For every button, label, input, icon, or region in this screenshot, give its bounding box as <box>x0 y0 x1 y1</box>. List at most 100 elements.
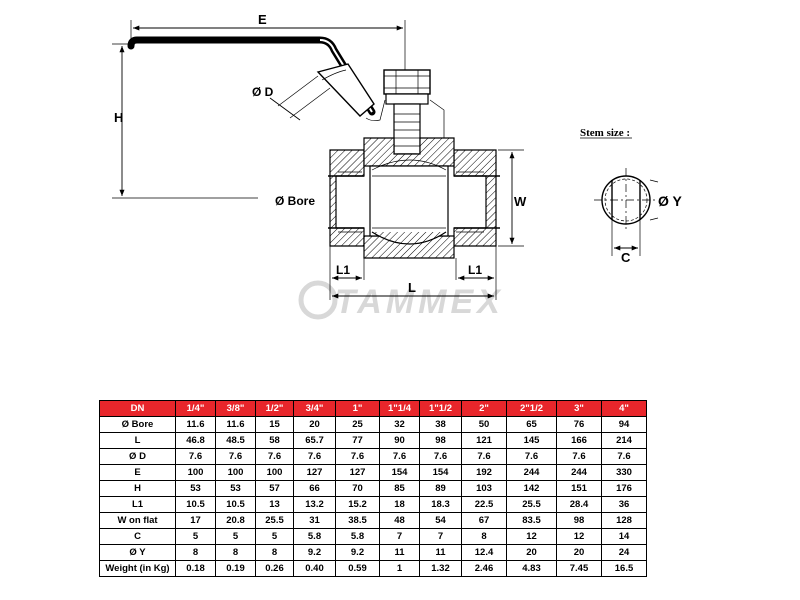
table-cell: 46.8 <box>175 432 216 449</box>
table-row-label: Ø Y <box>99 544 176 561</box>
table-row-label: Weight (in Kg) <box>99 560 176 577</box>
table-cell: 10.5 <box>215 496 256 513</box>
valve-handle <box>127 36 386 122</box>
table-cell: 7 <box>419 528 462 545</box>
table-cell: 83.5 <box>506 512 557 529</box>
table-header-size: 1"1/2 <box>419 400 462 417</box>
table-cell: 166 <box>556 432 602 449</box>
table-header-size: 2"1/2 <box>506 400 557 417</box>
dimension-L1-right: L1 <box>455 246 497 300</box>
table-cell: 7.6 <box>293 448 336 465</box>
table-cell: 48.5 <box>215 432 256 449</box>
table-cell: 38.5 <box>335 512 380 529</box>
table-cell: 76 <box>556 416 602 433</box>
table-cell: 5.8 <box>335 528 380 545</box>
table-cell: 18.3 <box>419 496 462 513</box>
table-cell: 127 <box>335 464 380 481</box>
table-cell: 11 <box>419 544 462 561</box>
label-E: E <box>258 12 267 27</box>
table-cell: 1 <box>379 560 420 577</box>
table-cell: 28.4 <box>556 496 602 513</box>
table-cell: 13 <box>255 496 294 513</box>
dimension-L1-left: L1 <box>329 246 365 300</box>
table-cell: 100 <box>255 464 294 481</box>
table-cell: 8 <box>461 528 507 545</box>
table-cell: 7.6 <box>255 448 294 465</box>
ball-valve-technical-drawing: TAMMEX E H Ø D <box>112 12 683 321</box>
table-cell: 1.32 <box>419 560 462 577</box>
table-cell: 7.6 <box>335 448 380 465</box>
table-row-label: H <box>99 480 176 497</box>
table-header-size: 2" <box>461 400 507 417</box>
table-cell: 127 <box>293 464 336 481</box>
valve-body-section <box>328 137 500 259</box>
table-cell: 17 <box>175 512 216 529</box>
table-cell: 7.6 <box>506 448 557 465</box>
table-cell: 90 <box>379 432 420 449</box>
table-row-label: L <box>99 432 176 449</box>
label-L1-right: L1 <box>468 263 482 277</box>
label-H: H <box>114 110 123 125</box>
dimension-D: Ø D <box>252 75 331 121</box>
table-cell: 65 <box>506 416 557 433</box>
table-header-size: 3/8" <box>215 400 256 417</box>
table-header-dn: DN <box>99 400 176 417</box>
table-cell: 7.6 <box>601 448 647 465</box>
watermark: TAMMEX <box>298 280 504 321</box>
label-Y: Ø Y <box>658 193 683 209</box>
table-cell: 121 <box>461 432 507 449</box>
table-cell: 11.6 <box>215 416 256 433</box>
table-cell: 15.2 <box>335 496 380 513</box>
watermark-text: TAMMEX <box>335 283 504 321</box>
dimension-H: H <box>112 43 258 199</box>
label-L: L <box>408 280 416 295</box>
table-cell: 11 <box>379 544 420 561</box>
table-cell: 7.6 <box>461 448 507 465</box>
table-cell: 36 <box>601 496 647 513</box>
table-cell: 31 <box>293 512 336 529</box>
table-cell: 12 <box>556 528 602 545</box>
table-cell: 11.6 <box>175 416 216 433</box>
table-cell: 0.59 <box>335 560 380 577</box>
table-cell: 214 <box>601 432 647 449</box>
table-row-label: Ø Bore <box>99 416 176 433</box>
table-cell: 7.6 <box>215 448 256 465</box>
table-cell: 38 <box>419 416 462 433</box>
label-W: W <box>514 194 527 209</box>
label-D: Ø D <box>252 85 274 99</box>
dimension-bore: Ø Bore <box>275 194 315 208</box>
table-cell: 7.6 <box>175 448 216 465</box>
table-cell: 13.2 <box>293 496 336 513</box>
table-cell: 5 <box>175 528 216 545</box>
table-cell: 12 <box>506 528 557 545</box>
table-cell: 94 <box>601 416 647 433</box>
table-row-label: L1 <box>99 496 176 513</box>
table-cell: 70 <box>335 480 380 497</box>
table-cell: 176 <box>601 480 647 497</box>
table-cell: 9.2 <box>293 544 336 561</box>
table-cell: 16.5 <box>601 560 647 577</box>
table-cell: 5 <box>215 528 256 545</box>
table-cell: 89 <box>419 480 462 497</box>
table-cell: 10.5 <box>175 496 216 513</box>
table-cell: 12.4 <box>461 544 507 561</box>
label-L1-left: L1 <box>336 263 350 277</box>
table-cell: 58 <box>255 432 294 449</box>
table-cell: 7.6 <box>379 448 420 465</box>
table-cell: 0.19 <box>215 560 256 577</box>
table-cell: 8 <box>215 544 256 561</box>
table-cell: 192 <box>461 464 507 481</box>
table-cell: 53 <box>175 480 216 497</box>
table-cell: 50 <box>461 416 507 433</box>
stem-size-title: Stem size : <box>580 127 630 139</box>
table-cell: 98 <box>556 512 602 529</box>
table-cell: 7 <box>379 528 420 545</box>
